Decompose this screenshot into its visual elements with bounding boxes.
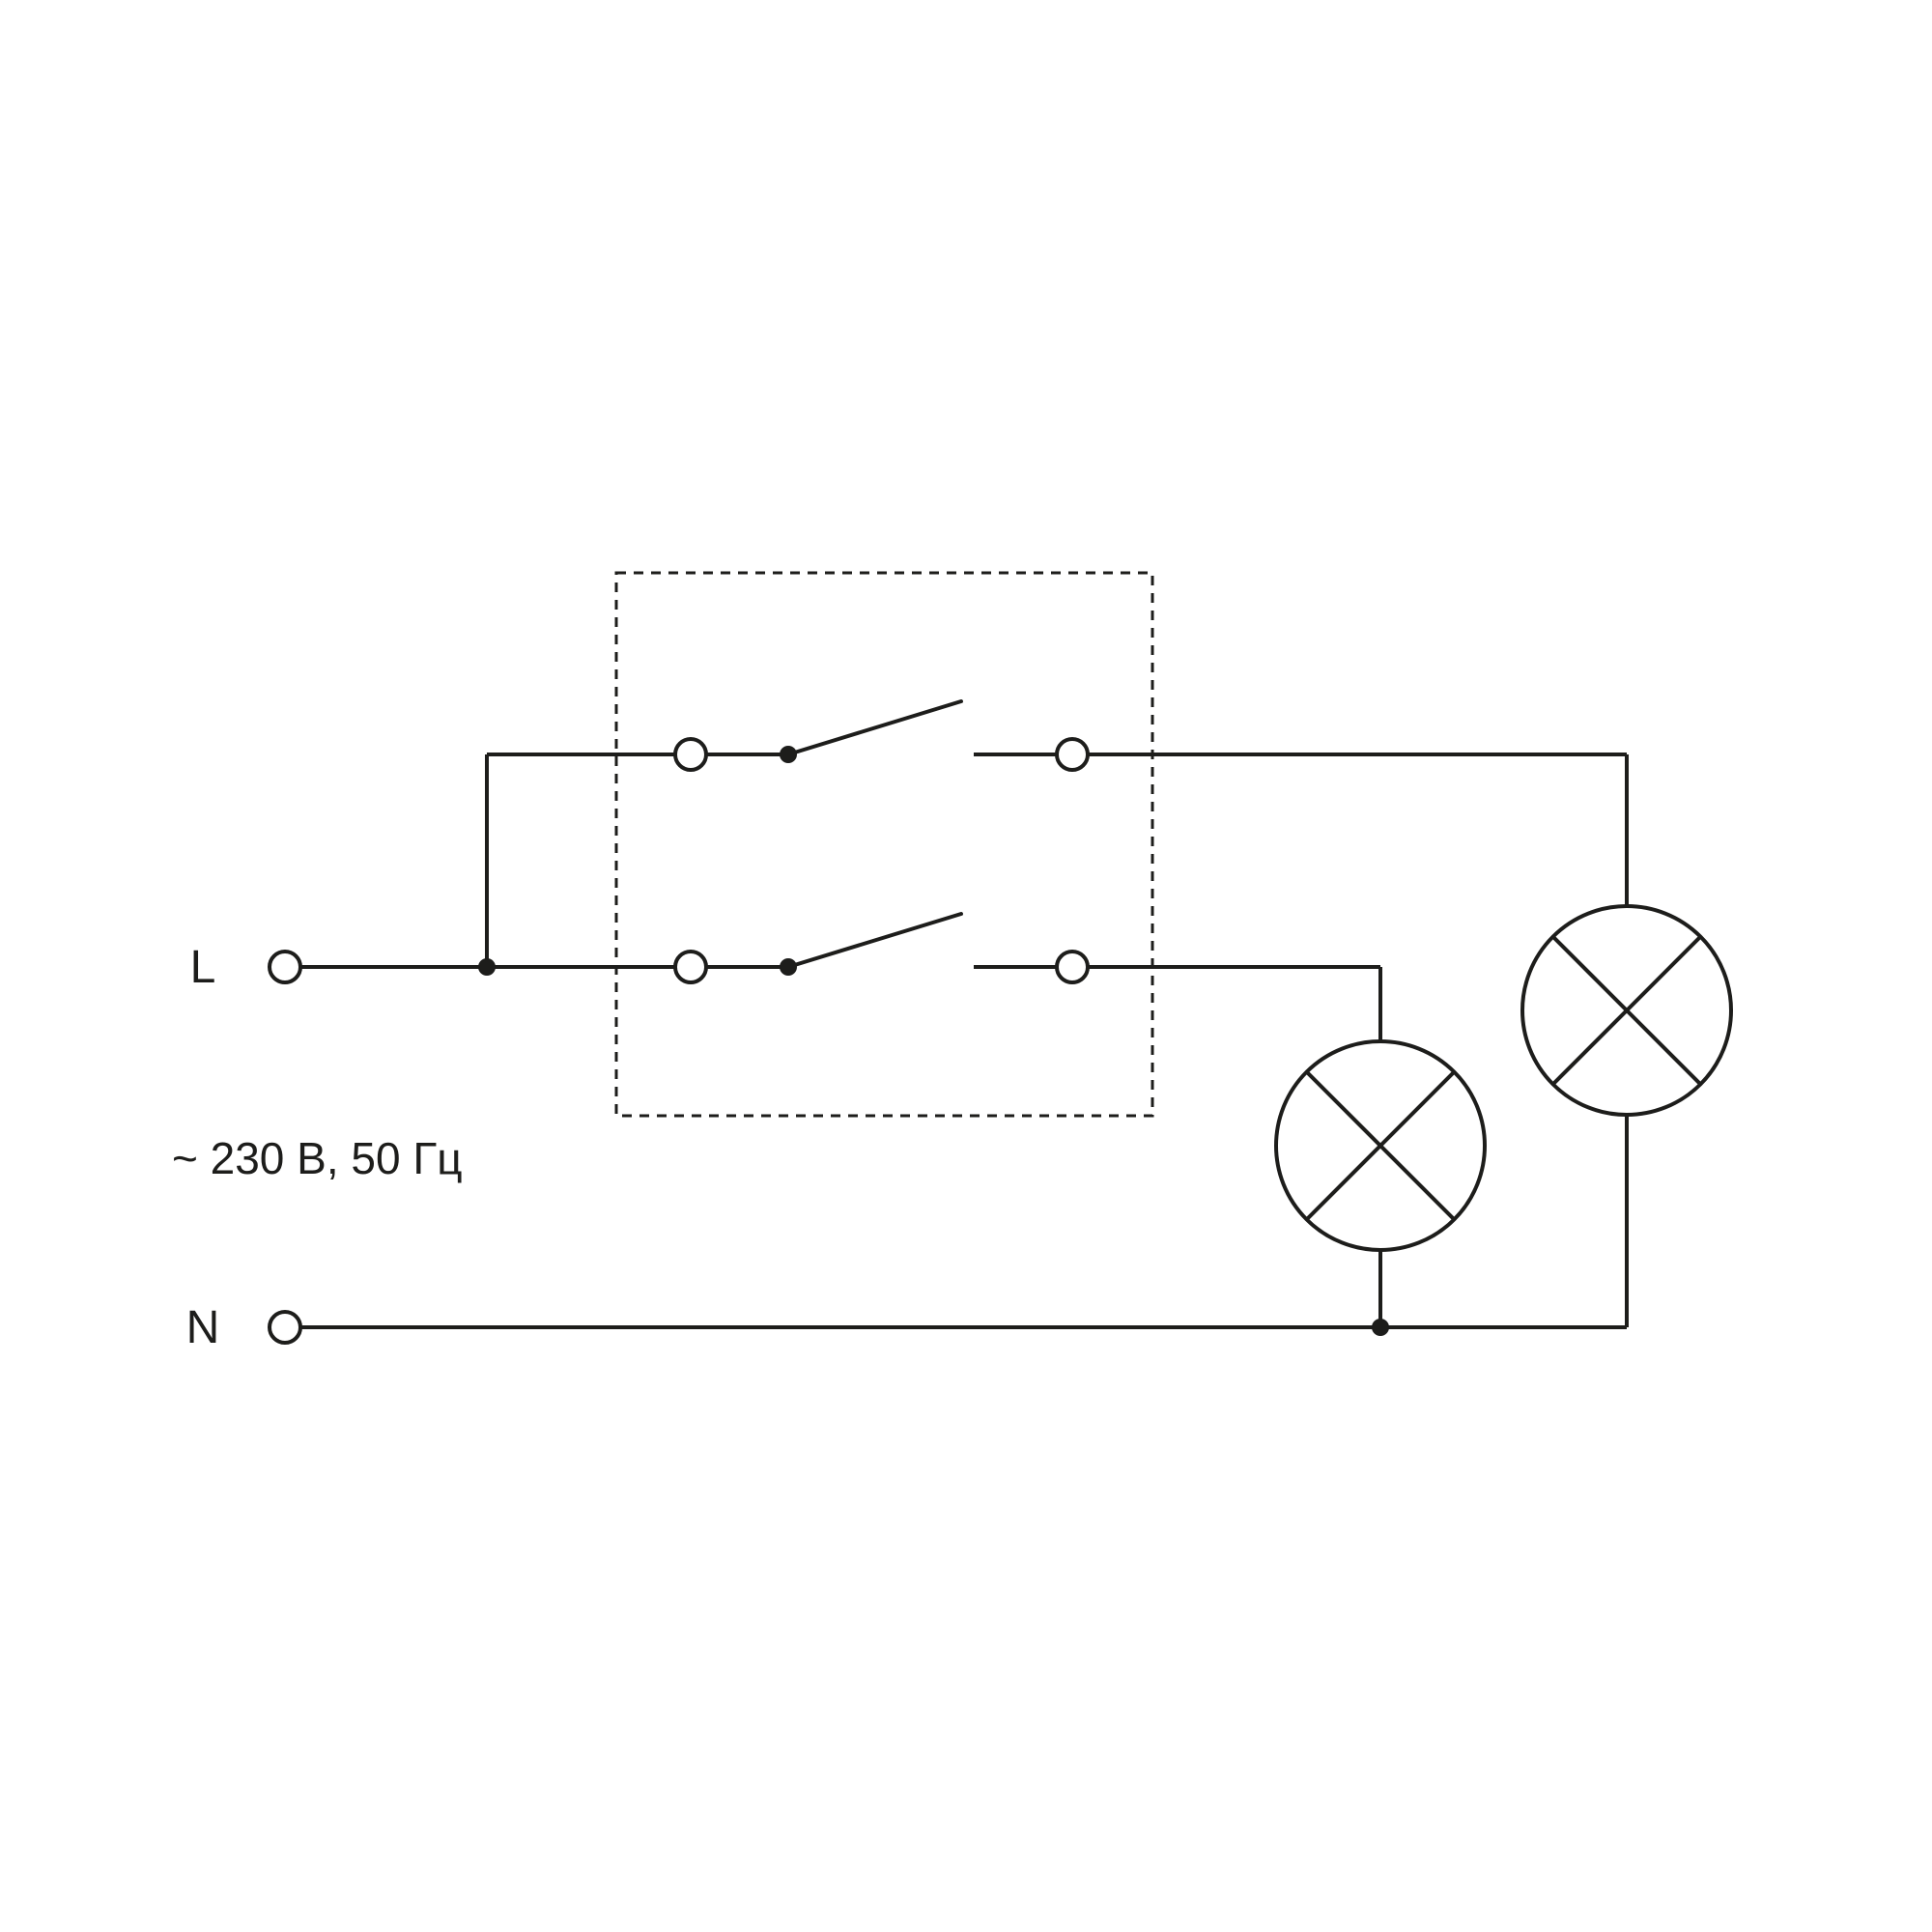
neutral-terminal-label: N	[186, 1302, 220, 1353]
neutral-terminal-icon	[268, 1310, 302, 1345]
switch1-pivot-dot	[780, 746, 797, 763]
line-terminal-label: L	[190, 942, 216, 993]
power-rating-label: ~ 230 В, 50 Гц	[172, 1133, 463, 1183]
switch1-blade	[786, 699, 963, 756]
lamp1-cross-line-2	[1305, 1070, 1456, 1221]
lamp2-cross-line-2	[1551, 935, 1702, 1086]
line-branch-junction-dot	[478, 958, 496, 976]
switch1-left-terminal-icon	[673, 737, 708, 772]
switch2-blade	[786, 912, 963, 969]
switch2-right-terminal-icon	[1055, 950, 1090, 984]
line-terminal-icon	[268, 950, 302, 984]
switch2-left-terminal-icon	[673, 950, 708, 984]
switch2-pivot-dot	[780, 958, 797, 976]
lamp2-icon	[1520, 904, 1733, 1117]
lamp1-icon	[1274, 1039, 1487, 1252]
neutral-junction-dot	[1372, 1319, 1389, 1336]
switch1-right-terminal-icon	[1055, 737, 1090, 772]
switch-enclosure-box	[614, 571, 1154, 1118]
